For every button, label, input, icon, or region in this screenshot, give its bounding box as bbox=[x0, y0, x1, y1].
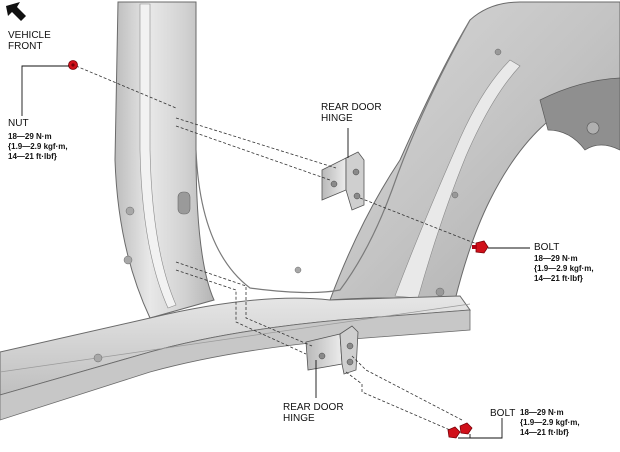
lower-bolt-icon bbox=[447, 422, 473, 439]
lower-bolt-title: BOLT bbox=[490, 408, 516, 419]
vehicle-front-label: VEHICLE FRONT bbox=[8, 30, 51, 52]
lower-bolt-torque-ftlbf: 14—21 ft·lbf} bbox=[520, 428, 569, 437]
vehicle-front-line2: FRONT bbox=[8, 41, 43, 52]
pillar-hole bbox=[125, 206, 135, 216]
lower-rear-door-hinge bbox=[305, 325, 359, 375]
upper-rear-door-hinge bbox=[321, 151, 365, 211]
lower-bolt-alignment-line bbox=[351, 355, 463, 421]
pillar-slot bbox=[177, 191, 191, 215]
nut-torque-nm: 18—29 N·m bbox=[8, 132, 52, 141]
fasteners bbox=[68, 60, 489, 439]
body-panel bbox=[0, 1, 620, 421]
upper-bolt-torque-ftlbf: 14—21 ft·lbf} bbox=[534, 274, 583, 283]
lower-hinge-callout: REAR DOOR HINGE bbox=[283, 402, 344, 424]
lower-bolt-leader bbox=[458, 418, 503, 439]
upper-hinge-line2: HINGE bbox=[321, 113, 353, 124]
b-pillar-flange bbox=[139, 3, 177, 309]
sill-crease bbox=[0, 303, 471, 373]
arrow-up-left-icon bbox=[6, 2, 26, 21]
nut-torque-ftlbf: 14—21 ft·lbf} bbox=[8, 152, 57, 161]
nut-torque-kgfm: {1.9—2.9 kgf·m, bbox=[8, 142, 68, 151]
inner-bolt bbox=[586, 121, 600, 135]
upper-bolt-torque-nm: 18—29 N·m bbox=[534, 254, 578, 263]
arch-hole bbox=[451, 191, 459, 199]
nut-leader bbox=[21, 65, 69, 116]
vehicle-front-line1: VEHICLE bbox=[8, 30, 51, 41]
upper-bolt-callout: BOLT 18—29 N·m {1.9—2.9 kgf·m, 14—21 ft·… bbox=[534, 242, 594, 284]
nut-alignment-line bbox=[175, 117, 337, 169]
upper-bolt-title: BOLT bbox=[534, 242, 560, 253]
lower-hinge-line2: HINGE bbox=[283, 413, 315, 424]
upper-hinge-pillar-line bbox=[175, 125, 331, 181]
arch-hole bbox=[435, 287, 445, 297]
sill-hole bbox=[93, 353, 103, 363]
lower-bolt-torque-nm: 18—29 N·m bbox=[520, 408, 564, 417]
leader-lines bbox=[21, 65, 530, 439]
nut-alignment-line bbox=[75, 65, 177, 109]
lower-hinge-pillar-line bbox=[175, 269, 307, 355]
nut-callout: NUT 18—29 N·m {1.9—2.9 kgf·m, 14—21 ft·l… bbox=[8, 118, 68, 162]
sill-hole bbox=[294, 266, 302, 274]
arch-hole bbox=[494, 48, 502, 56]
upper-bolt-icon bbox=[472, 240, 489, 254]
upper-hinge-line1: REAR DOOR bbox=[321, 102, 382, 113]
nut-icon bbox=[68, 60, 78, 70]
nut-title: NUT bbox=[8, 118, 29, 129]
door-opening-edge bbox=[195, 19, 471, 294]
lower-hinge-pillar-line bbox=[175, 261, 313, 347]
lower-bolt-torque-kgfm: {1.9—2.9 kgf·m, bbox=[520, 418, 580, 427]
upper-hinge-callout: REAR DOOR HINGE bbox=[321, 102, 382, 124]
lower-bolt-torque: 18—29 N·m {1.9—2.9 kgf·m, 14—21 ft·lbf} bbox=[520, 408, 580, 438]
lower-bolt-alignment-line bbox=[345, 371, 451, 431]
lower-hinge-line1: REAR DOOR bbox=[283, 402, 344, 413]
pillar-hole bbox=[123, 255, 133, 265]
arch-inner-flange bbox=[394, 59, 521, 299]
upper-bolt-alignment-line bbox=[359, 197, 483, 247]
wheelhouse-detail bbox=[539, 77, 620, 151]
install-lines bbox=[75, 65, 483, 431]
upper-bolt-torque-kgfm: {1.9—2.9 kgf·m, bbox=[534, 264, 594, 273]
